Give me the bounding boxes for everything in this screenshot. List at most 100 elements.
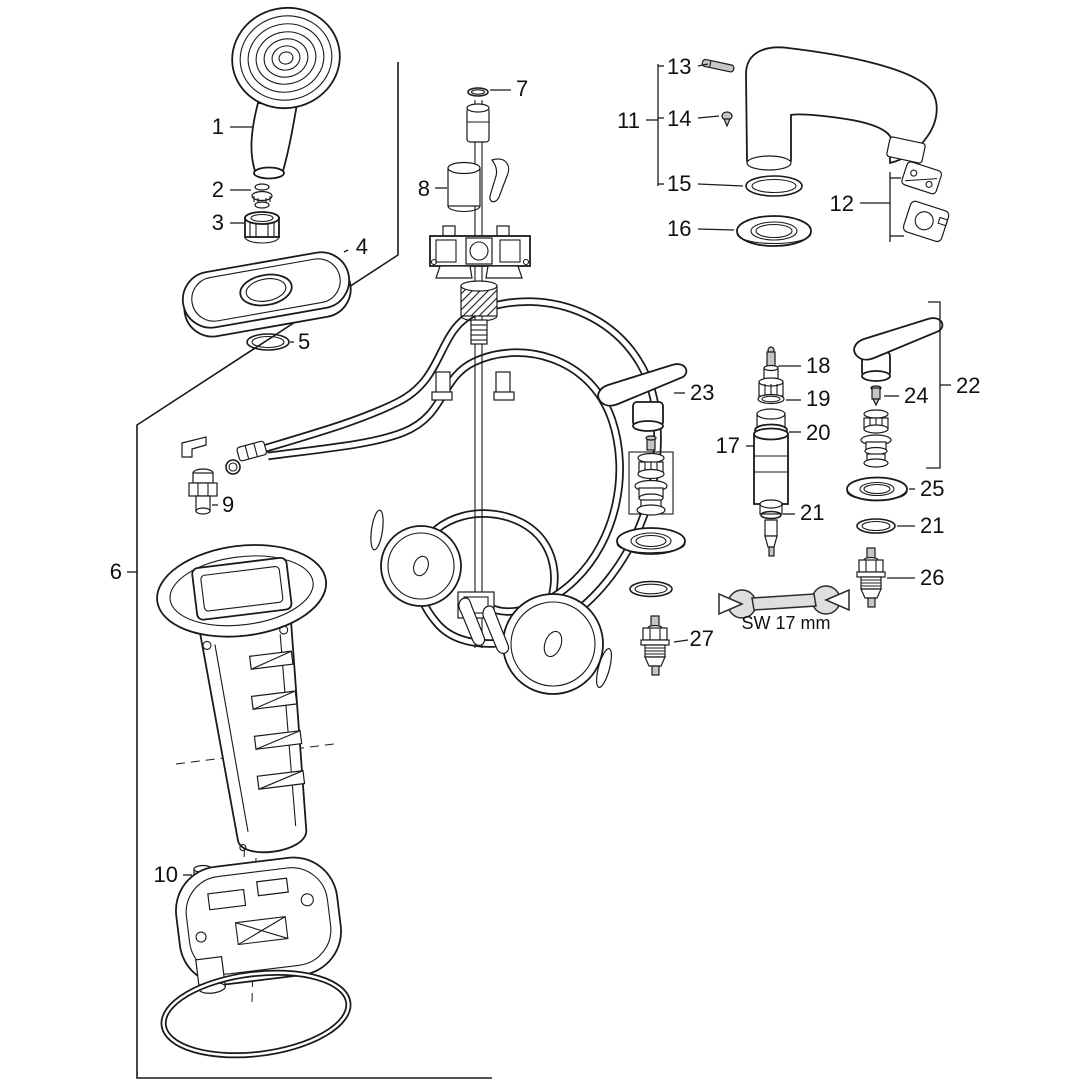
callout-1: 1 [212,114,253,139]
callout-3: 3 [212,210,244,235]
part-4-escutcheon-plate [181,251,352,338]
callout-25: 25 [909,476,944,501]
rod-connector [466,107,490,143]
callout-21: 21 [783,500,824,525]
part-14-screw [721,111,733,128]
part-label-7: 7 [516,76,528,101]
pull-rod-assembly [429,87,531,654]
lower-housing [175,856,342,994]
part-label-21: 21 [800,500,824,525]
part-21-oring [760,510,782,520]
part-label-18: 18 [806,353,830,378]
callout-5: 5 [290,329,310,354]
callout-10: 10 [154,862,192,887]
rod-clip-upper [489,158,510,203]
part-label-21-right: 21 [920,513,944,538]
callout-13: 13 [667,54,709,79]
callout-17: 17 [716,433,754,458]
part-label-8: 8 [418,176,430,201]
oring [629,580,673,598]
part-label-9: 9 [222,492,234,517]
callouts: 1 2 3 4 5 6 7 8 9 10 11 13 14 15 16 12 1… [110,54,981,887]
callout-18: 18 [778,353,830,378]
callout-27: 27 [673,626,714,651]
part-6-installation-body [156,544,328,854]
threaded-coupler [460,280,498,345]
callout-20: 20 [789,420,830,445]
callout-26: 26 [887,565,944,590]
cone-fitting-right [595,648,613,688]
part-27-valve-cartridge [640,615,670,676]
handle-22-stack [846,385,908,534]
part-label-13: 13 [667,54,691,79]
hose-wall-fitting [236,440,268,462]
callout-4: 4 [343,234,368,259]
hose-coil-wheel-small [380,525,462,607]
part-26-valve-cartridge [856,547,886,608]
part-label-17: 17 [716,433,740,458]
part-23-handle [597,363,688,432]
part-1-hand-shower [231,6,341,180]
hose-coil-wheel [502,593,604,695]
part-16-base-ring [736,215,812,247]
rod-end-bracket [457,591,510,654]
escutcheon-ring [616,527,686,555]
callout-7: 7 [490,76,528,101]
part-label-22: 22 [956,373,980,398]
part-label-1: 1 [212,114,224,139]
part-label-16: 16 [667,216,691,241]
callout-6: 6 [110,559,137,584]
callout-8: 8 [418,176,447,201]
part-label-6: 6 [110,559,122,584]
part-label-4: 4 [356,234,368,259]
callout-21b: 21 [897,513,944,538]
part-21b-oring [856,518,896,534]
callout-12: 12 [830,172,904,242]
part-12-fixation-plates [901,161,950,243]
part-17-cartridge [753,346,789,557]
part-label-10: 10 [154,862,178,887]
wrench-size-label: SW 17 mm [741,613,830,633]
part-label-11: 11 [617,108,640,133]
part-13-pin [701,58,735,73]
part-label-20: 20 [806,420,830,445]
part-label-3: 3 [212,210,224,235]
part-label-15: 15 [667,171,691,196]
part-label-2: 2 [212,177,224,202]
group-border [136,62,492,1079]
spout-aerator [886,136,926,164]
part-8-sleeve [447,161,481,213]
hose-oring [225,459,241,475]
body-ribs [248,650,306,790]
part-7-oring [467,87,489,97]
part-9-elbow-connector [181,436,218,515]
wrench [718,585,850,619]
callout-9: 9 [212,492,234,517]
part-label-27: 27 [690,626,714,651]
callout-2: 2 [212,177,251,202]
part-label-24: 24 [904,383,928,408]
callout-22: 22 [926,301,980,469]
part-label-19: 19 [806,386,830,411]
part-label-26: 26 [920,565,944,590]
callout-19: 19 [786,386,830,411]
callout-16: 16 [667,216,735,241]
part-22-handle [853,317,944,382]
rod-guide-clips [431,371,515,401]
part-label-23: 23 [690,380,714,405]
part-label-25: 25 [920,476,944,501]
housing-seal-ring [160,969,352,1059]
callout-14: 14 [667,106,720,131]
handle-23-stack [616,435,686,598]
part-24-screw [871,387,881,400]
part-3-nut [244,211,280,244]
part-25-ring [846,476,908,502]
shower-hose [225,297,662,695]
callout-11: 11 [617,64,664,186]
part-label-14: 14 [667,106,691,131]
part-15-oring [745,175,803,197]
mounting-flange [429,225,531,279]
cone-fitting-left [370,509,384,551]
